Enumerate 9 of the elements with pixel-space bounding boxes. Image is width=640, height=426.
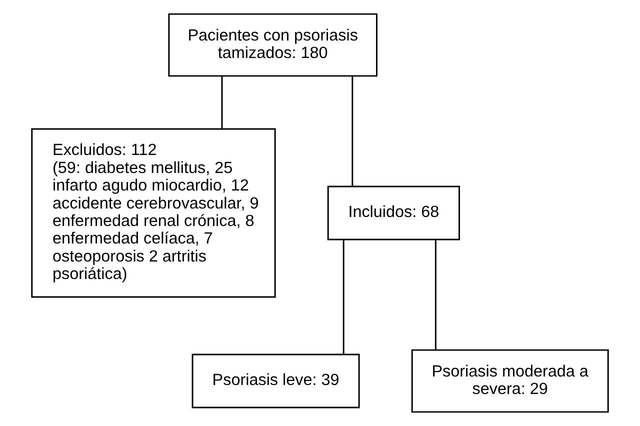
node-box: Pacientes con psoriasis tamizados: 180 bbox=[168, 13, 378, 77]
node-box: Incluidos: 68 bbox=[327, 186, 460, 240]
connector bbox=[221, 76, 223, 129]
connector bbox=[352, 76, 354, 186]
node-box: Psoriasis leve: 39 bbox=[192, 354, 360, 408]
node-box: Psoriasis moderada a severa: 29 bbox=[411, 349, 609, 413]
node-box: Excluidos: 112 (59: diabetes mellitus, 25 infarto agudo miocardio, 12 accidente cerebrovascular, 9 enfermedad renal crónica, 8 enfermedad celíaca, 7 osteoporosis 2 artritis psoriática) bbox=[31, 128, 276, 298]
connector bbox=[342, 240, 344, 354]
connector bbox=[434, 240, 436, 350]
